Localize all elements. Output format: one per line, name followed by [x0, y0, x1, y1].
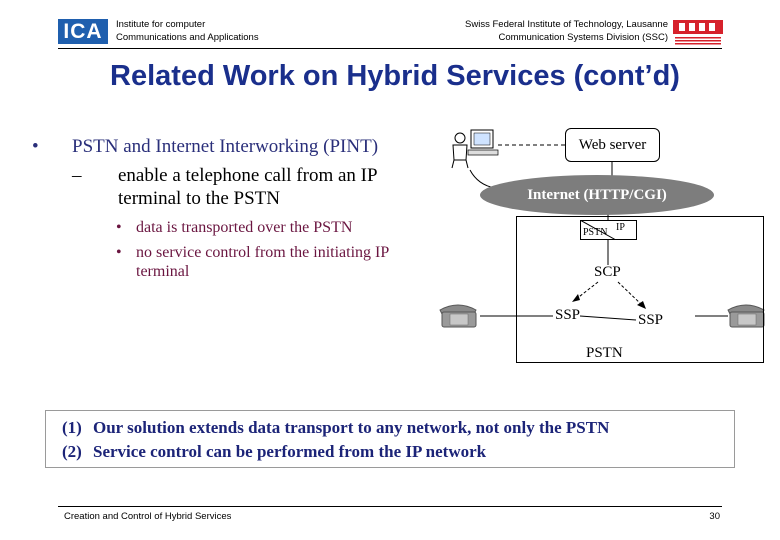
note-text: Our solution extends data transport to a…: [93, 418, 610, 437]
pstn-network-label: PSTN: [586, 345, 623, 361]
header-institute-right: Swiss Federal Institute of Technology, L…: [400, 19, 668, 44]
epfl-logo: [673, 20, 723, 45]
note-number: (2): [62, 442, 82, 461]
internet-cloud: Internet (HTTP/CGI): [480, 175, 714, 215]
note-text: Service control can be performed from th…: [93, 442, 487, 461]
bullet-level3-text: no service control from the initiating I…: [136, 244, 389, 280]
ica-logo: ICA: [58, 19, 108, 44]
bullet-level2-text: enable a telephone call from an IP termi…: [118, 165, 377, 209]
note-number: (1): [62, 418, 82, 437]
bullet-dot-icon: •: [116, 244, 122, 261]
header-right-line1: Swiss Federal Institute of Technology, L…: [465, 19, 668, 30]
scp-label: SCP: [594, 264, 621, 280]
footer-title: Creation and Control of Hybrid Services: [64, 511, 232, 522]
header-institute-left: Institute for computer Communications an…: [116, 19, 259, 44]
bullet-dash-icon: –: [72, 165, 82, 186]
slide-title: Related Work on Hybrid Services (cont’d): [110, 60, 680, 92]
bullet-dot-icon: •: [32, 136, 39, 157]
ssp-left-label: SSP: [555, 307, 581, 323]
bullet-level3-text: data is transported over the PSTN: [136, 219, 353, 236]
bullet-level1-text: PSTN and Internet Interworking (PINT): [72, 136, 379, 157]
gateway-divider-line: [580, 220, 617, 240]
note-item: (1) Our solution extends data transport t…: [62, 418, 609, 438]
header-left-line1: Institute for computer: [116, 19, 206, 30]
ssp-ssp-link: [579, 315, 637, 321]
scp-ssp-right-link: [617, 281, 644, 307]
page-number: 30: [709, 511, 720, 522]
gateway-pstn-label: PSTN: [583, 227, 608, 238]
bullet-dot-icon: •: [116, 219, 122, 236]
header-divider: [58, 48, 722, 49]
ssp-right-label: SSP: [638, 312, 664, 328]
gateway-box: [580, 220, 637, 240]
notes-box: (1) Our solution extends data transport t…: [45, 410, 735, 468]
footer-divider: [58, 506, 722, 507]
computer-user-icon: [451, 129, 499, 169]
web-server-box: Web server: [565, 128, 660, 162]
pstn-network-box: [516, 216, 764, 363]
gateway-ip-label: IP: [616, 222, 625, 233]
header-right-line2: Communication Systems Division (SSC): [498, 31, 668, 43]
header-left-line2: Communications and Applications: [116, 31, 259, 43]
telephone-left-icon: [439, 304, 477, 328]
telephone-right-icon: [727, 304, 765, 328]
note-item: (2) Service control can be performed from…: [62, 442, 486, 462]
